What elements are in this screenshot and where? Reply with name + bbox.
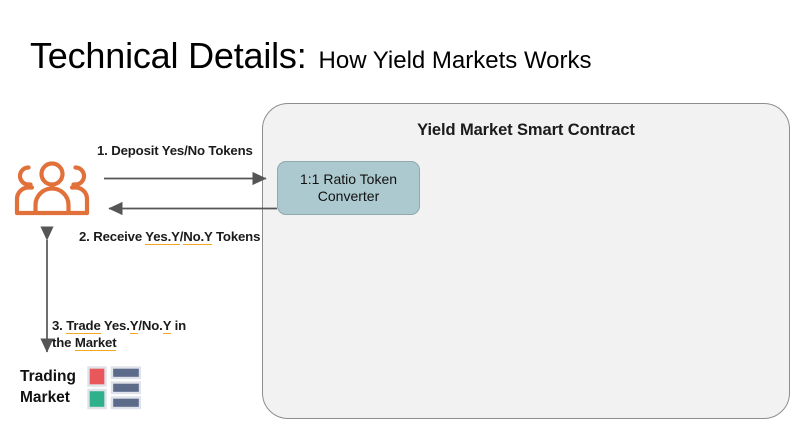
trade-verb: Trade [66,318,101,334]
receive-label-sep: / [179,229,184,244]
trade-token-no-suffix: Y [162,318,172,334]
arrow-label-receive: 2. Receive Yes.Y/No.Y Tokens [79,229,261,245]
trading-market-icon [87,366,141,410]
converter-label-line1: 1:1 Ratio Token [299,171,398,188]
market-bar-1 [110,366,141,380]
trade-label-number: 3. [52,318,67,333]
arrow-label-trade: 3. Trade Yes.Y/No.Y in the Market [52,318,187,352]
title-subtitle-text: How Yield Markets Works [318,47,592,74]
receive-token-no: No.Y [183,229,213,245]
contract-heading: Yield Market Smart Contract [417,121,635,139]
trade-label-mid3: in the [52,318,187,350]
trade-label-mid2: /No. [138,318,163,333]
trading-market-label: Trading Market [20,367,76,409]
trading-market-label-line1: Trading [20,368,76,386]
receive-label-prefix: 2. Receive [79,229,146,244]
trading-market-label-line2: Market [20,389,70,406]
market-red-swatch [87,366,107,387]
arrow-label-deposit: 1. Deposit Yes/No Tokens [97,143,253,158]
users-group-icon [8,158,96,218]
receive-label-suffix: Tokens [212,229,261,244]
trading-market-group: Trading Market [20,366,141,410]
ratio-token-converter-node[interactable]: 1:1 Ratio Token Converter [277,161,420,215]
market-bar-3 [110,396,141,410]
page-title: Technical Details: How Yield Markets Wor… [30,38,592,74]
market-bar-2 [110,381,141,395]
converter-label-line2: Converter [317,188,380,204]
trade-token-yes-suffix: Y [129,318,139,334]
title-main-text: Technical Details: [30,35,307,76]
yield-market-smart-contract-box: Yield Market Smart Contract 1:1 Ratio To… [262,103,790,419]
receive-token-yes: Yes.Y [145,229,180,245]
trade-market-word: Market [74,334,117,351]
market-green-swatch [87,388,107,410]
trade-label-mid1: Yes. [100,318,130,333]
